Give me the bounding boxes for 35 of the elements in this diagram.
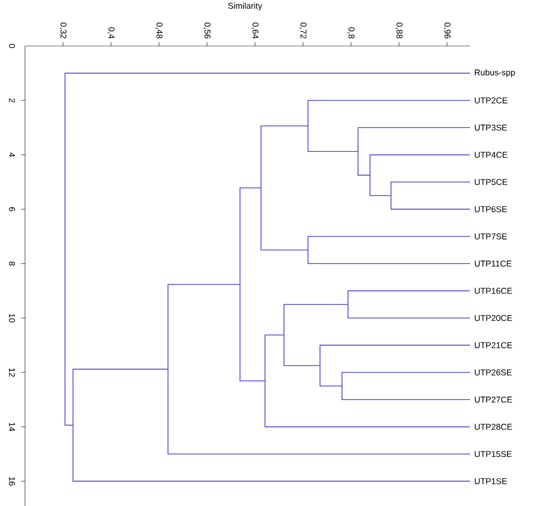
tick-label: 0,96 [444,22,450,38]
tick-label: 0,72 [300,22,306,38]
leaf-label: UTP2CE [474,97,508,104]
tick-label: 4 [9,152,15,157]
axis-title: Similarity [228,2,262,10]
leaf-label: UTP16CE [474,288,512,294]
tick-label: 0,32 [60,22,66,38]
leaf-label: UTP28CE [474,424,512,430]
tick-label: 6 [9,207,15,212]
tick-label: 16 [9,477,15,486]
leaf-label: Rubus-spp [474,69,515,78]
leaf-label: UTP15SE [474,451,512,457]
tick-label: 0,64 [252,22,258,39]
leaf-label: UTP21CE [474,342,512,348]
tick-label: 14 [9,422,15,432]
tick-label: 0,8 [348,27,354,38]
tick-label: 0 [9,44,15,48]
tick-label: 8 [9,262,15,266]
tick-label: 10 [9,314,15,322]
leaf-label: UTP26SE [474,369,512,376]
leaf-label: UTP5CE [474,179,508,185]
tick-label: 0,56 [204,22,210,38]
leaf-label: UTP3SE [474,124,507,131]
tick-label: 0,48 [156,22,162,38]
tick-label: 12 [9,368,15,377]
leaf-label: UTP11CE [474,260,512,267]
leaf-label: UTP7SE [474,233,507,240]
leaf-label: UTP4CE [474,152,508,158]
leaf-label: UTP1SE [474,478,507,484]
leaf-label: UTP20CE [474,315,512,321]
tick-label: 2 [9,98,15,102]
tick-label: 0,88 [396,22,402,38]
tick-label: 0,4 [108,27,114,39]
leaf-label: UTP6SE [474,206,507,212]
leaf-label: UTP27CE [474,396,512,403]
